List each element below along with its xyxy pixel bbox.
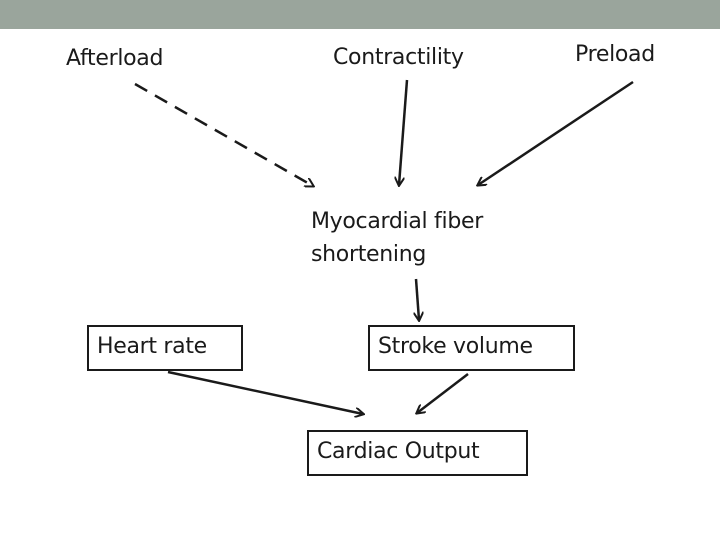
arrow-stroke-volume-to-cardiac-output — [417, 373, 469, 413]
arrow-heart-rate-to-cardiac-output — [167, 370, 363, 414]
node-myocardial-line-2: shortening — [311, 242, 427, 267]
node-afterload: Afterload — [66, 46, 164, 71]
node-heart-rate: Heart rate — [87, 325, 243, 371]
node-cardiac-output: Cardiac Output — [307, 430, 528, 476]
node-myocardial-line-1: Myocardial fiber — [311, 209, 483, 234]
arrow-contractility-to-myocardial — [399, 79, 409, 185]
node-myocardial-fiber-shortening: Myocardial fiber shortening — [311, 205, 483, 271]
arrow-afterload-to-myocardial — [134, 82, 313, 186]
arrow-preload-to-myocardial — [478, 80, 634, 185]
node-stroke-volume: Stroke volume — [368, 325, 575, 371]
header-bar — [0, 0, 720, 29]
node-preload: Preload — [575, 42, 655, 67]
arrow-myocardial-to-stroke-volume — [416, 278, 419, 320]
node-contractility: Contractility — [333, 45, 464, 70]
